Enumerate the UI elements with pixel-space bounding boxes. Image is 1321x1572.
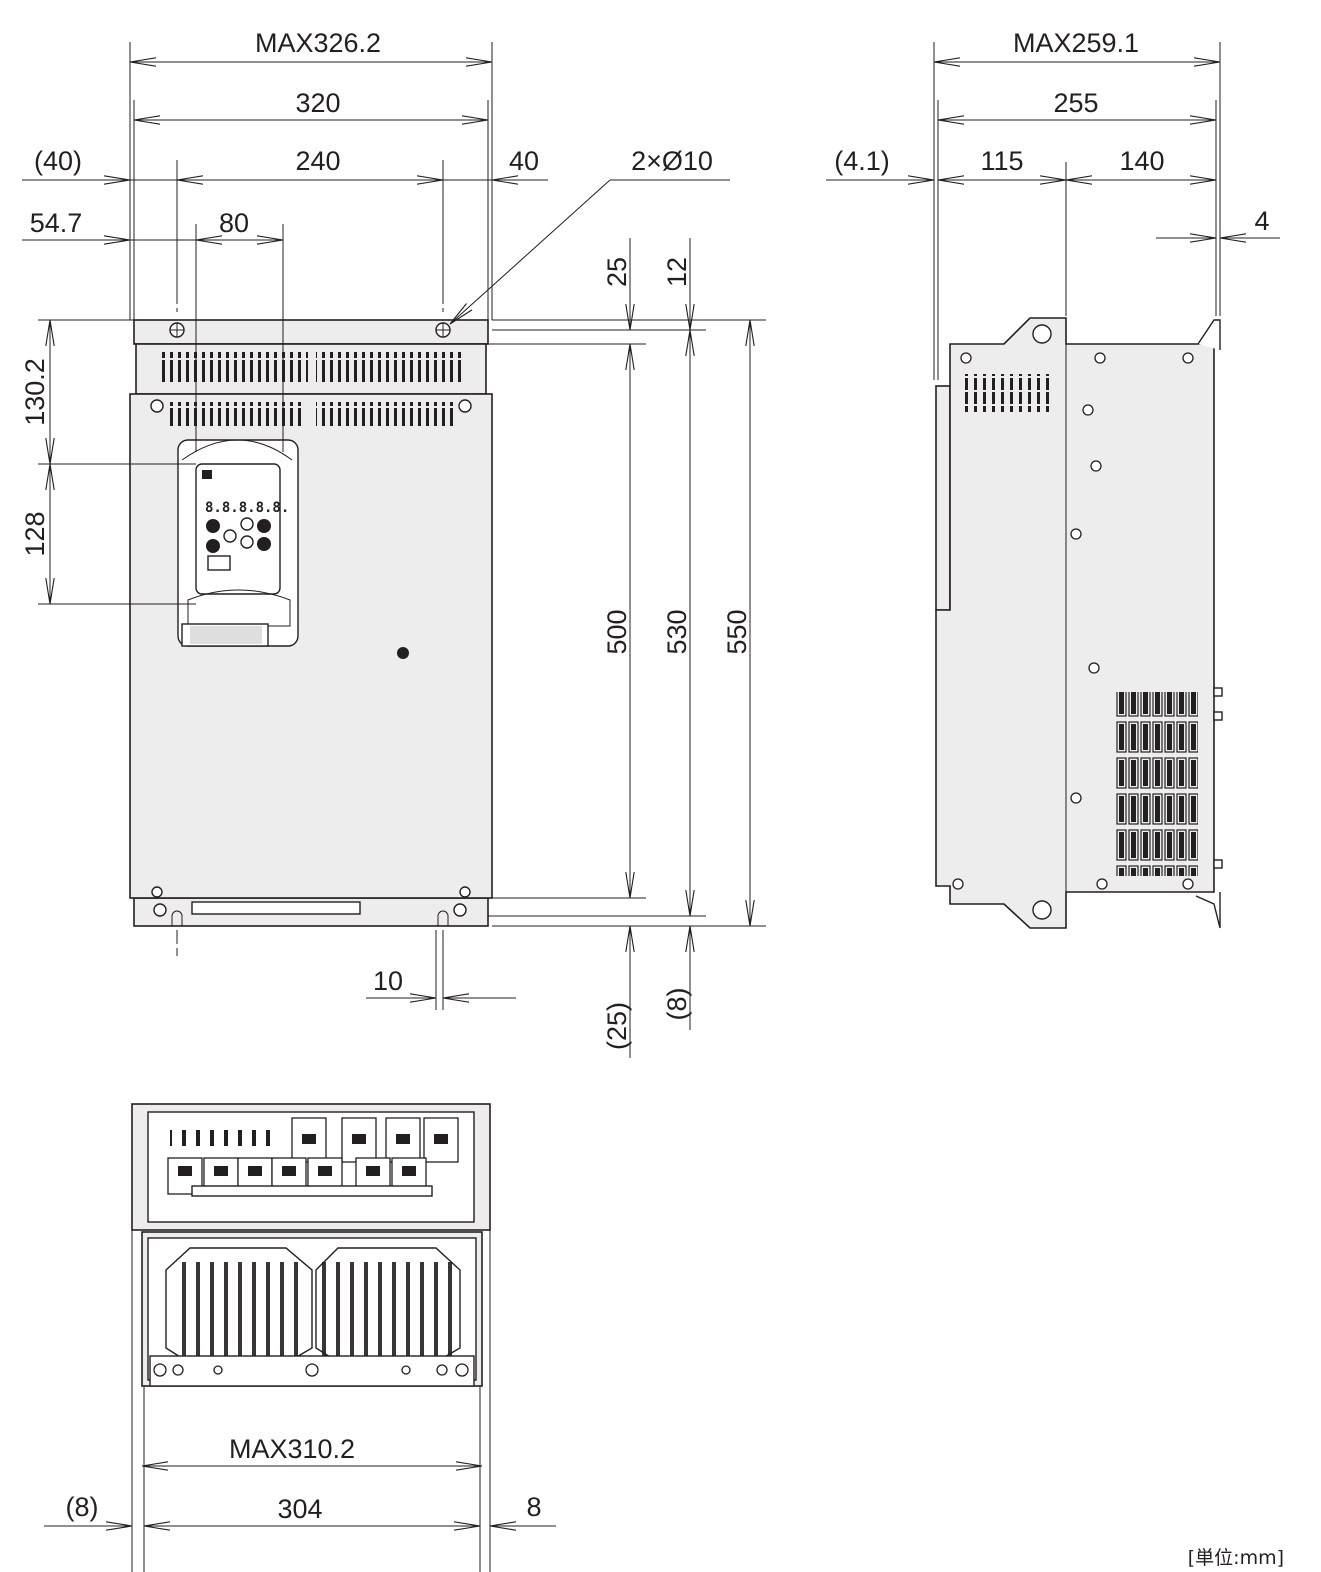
dim-bottom-max-width: MAX310.2 (229, 1434, 355, 1464)
dim-front-max-width: MAX326.2 (255, 28, 381, 58)
unit-label: [単位:mm] (1188, 1547, 1284, 1569)
dim-front-panel-width: 80 (219, 208, 249, 238)
keypad-button-2 (223, 529, 237, 543)
side-front-plate (935, 385, 951, 611)
dim-front-panel-height: 128 (20, 511, 50, 556)
keypad-button-5 (257, 537, 271, 551)
dim-bottom-width: 304 (277, 1494, 322, 1524)
dim-side-front-offset: (4.1) (834, 146, 890, 176)
dim-front-right-offset: 40 (509, 146, 539, 176)
front-indicator-dot (397, 647, 409, 659)
dim-front-left-offset: (40) (34, 146, 82, 176)
dim-side-rear-flange: 4 (1254, 206, 1269, 236)
dim-side-front-depth: 115 (980, 146, 1023, 176)
front-view: 8.8.8.8.8. (129, 290, 493, 1010)
bottom-view (131, 1103, 491, 1572)
dim-front-body-height: 530 (662, 609, 692, 654)
keypad-button-3 (257, 519, 271, 533)
dim-front-hole-pitch: 240 (295, 146, 340, 176)
dim-side-max-depth: MAX259.1 (1013, 28, 1139, 58)
keypad-display: 8.8.8.8.8. (205, 500, 289, 516)
keypad-button-up (240, 517, 254, 531)
dim-side-rear-depth: 140 (1119, 146, 1164, 176)
keypad-button-1 (206, 519, 220, 533)
dim-bottom-right-offset: 8 (526, 1492, 541, 1522)
keypad-button-down (240, 535, 254, 549)
dim-front-bottom-flange: (8) (662, 988, 692, 1021)
dim-front-upper-height: 130.2 (20, 358, 50, 426)
dim-front-top-flange: 12 (662, 257, 692, 287)
bottom-dimensions: MAX310.2 (8) 304 8 (44, 1434, 556, 1526)
dim-front-hole-spec: 2×Ø10 (631, 146, 713, 176)
side-grille (1116, 692, 1198, 876)
dim-front-width: 320 (295, 88, 340, 118)
dim-front-panel-offset: 54.7 (30, 208, 83, 238)
front-dimensions: MAX326.2 320 (40) 240 40 2×Ø10 54.7 80 1… (20, 28, 766, 1058)
dim-side-depth: 255 (1053, 88, 1098, 118)
dim-front-bottom-slot: 10 (373, 966, 403, 996)
dim-bottom-left-offset: (8) (66, 1492, 99, 1522)
front-top-flange (133, 319, 489, 345)
keypad: 8.8.8.8.8. (177, 439, 299, 647)
dim-front-top-margin: 25 (602, 257, 632, 287)
side-dimensions: MAX259.1 255 (4.1) 115 140 4 (826, 28, 1280, 380)
keypad-button-4 (206, 539, 220, 553)
dim-front-hole-vertical: 500 (602, 609, 632, 654)
dim-front-bottom-margin: (25) (602, 1002, 632, 1050)
side-view (935, 317, 1223, 929)
dim-front-total-height: 550 (722, 609, 752, 654)
